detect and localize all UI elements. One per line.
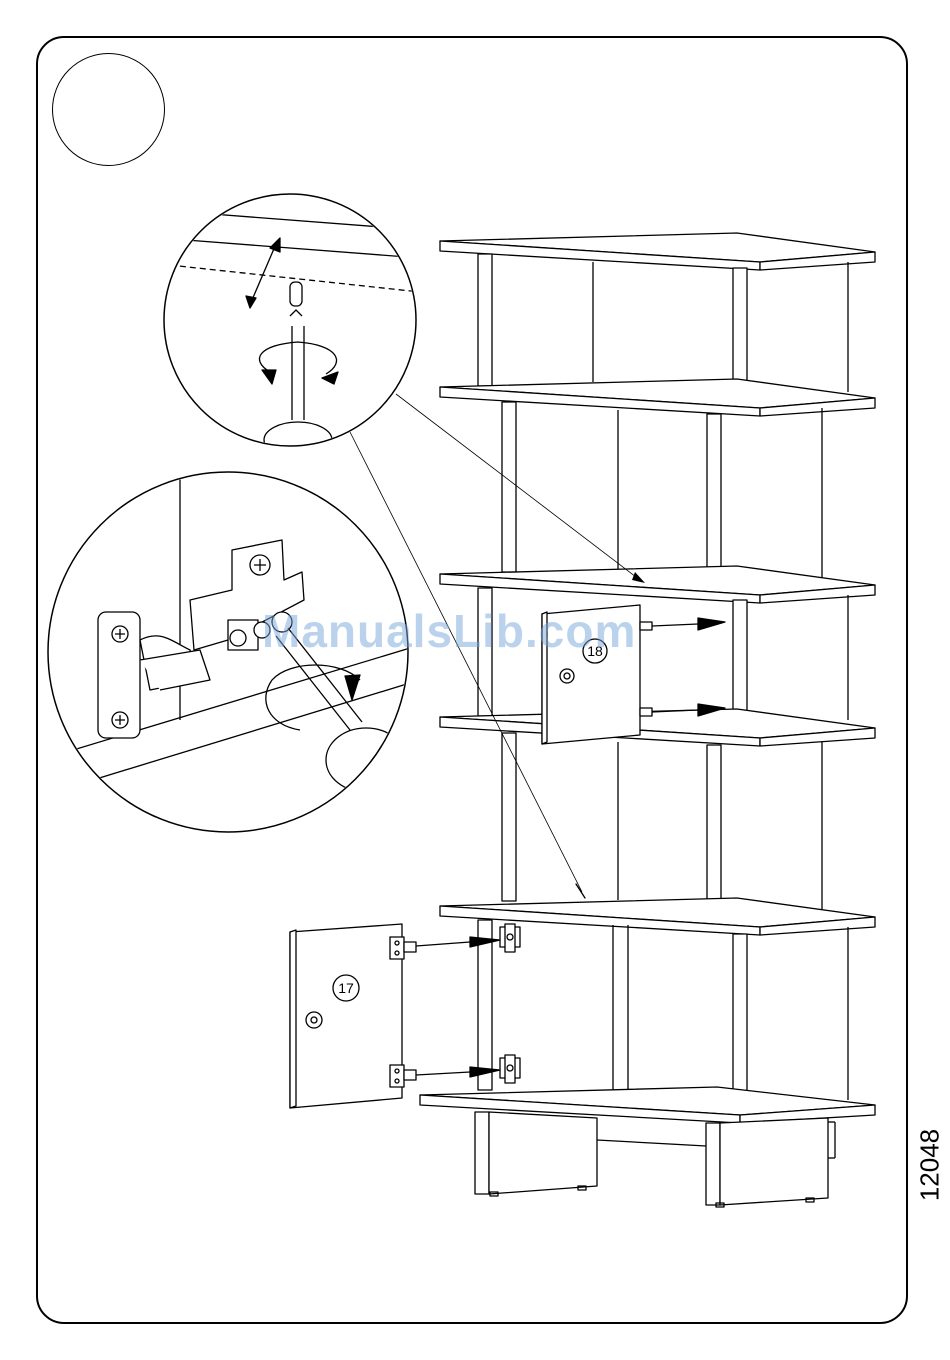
detail-circle-top: [160, 194, 420, 458]
base: [475, 1112, 835, 1207]
part-number-17: 17: [338, 980, 354, 996]
mounting-plate-icon: [500, 924, 520, 952]
leader-line: [396, 394, 640, 580]
watermark: ManualsLib.com: [262, 604, 636, 658]
shelf-unit: [420, 233, 875, 1207]
hinge-icon: [390, 937, 416, 959]
shelf-top: [440, 233, 875, 270]
hinge-icon: [390, 1065, 416, 1087]
mounting-plate-icon: [500, 1055, 520, 1083]
arrow-icon: [652, 618, 725, 630]
document-code: 12048: [915, 1129, 946, 1201]
